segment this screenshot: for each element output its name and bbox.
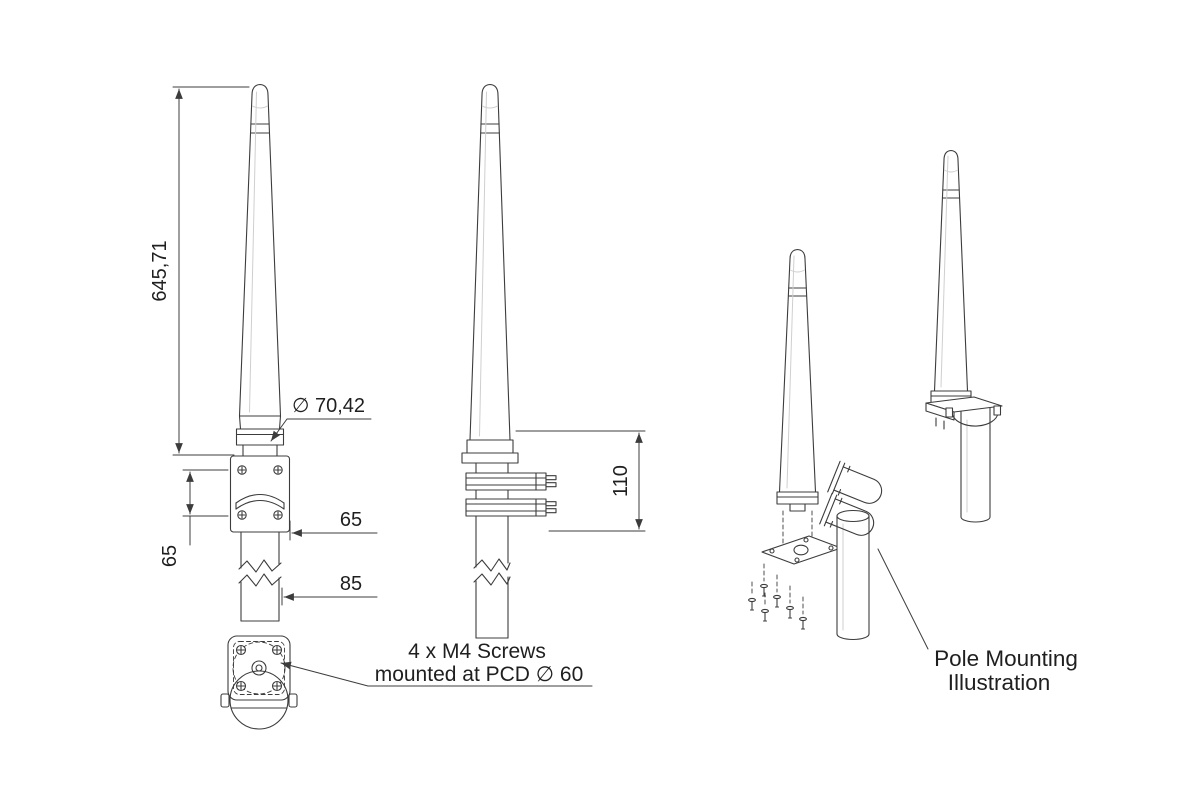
dim-depth-85-label: 85 xyxy=(340,573,362,595)
bottom-center-hole xyxy=(251,660,267,676)
dim-clamp-110: 110 xyxy=(515,430,646,532)
dim-clamp-110-label: 110 xyxy=(610,465,632,497)
dim-left-65-label: 65 xyxy=(159,545,181,567)
dim-height-label: 645,71 xyxy=(149,240,171,301)
screws-note-line2: mounted at PCD ∅ 60 xyxy=(375,663,584,686)
dim-depth-85: 85 xyxy=(281,573,378,606)
caption-line2: Illustration xyxy=(948,670,1051,695)
side-clamp-upper xyxy=(465,472,557,491)
assembled-pole xyxy=(960,402,991,523)
pole-mounting-caption: Pole Mounting Illustration xyxy=(877,548,1078,695)
front-view-antenna xyxy=(229,83,291,622)
front-pole xyxy=(238,531,282,622)
caption-line1: Pole Mounting xyxy=(934,646,1078,671)
screws-note-line1: 4 x M4 Screws xyxy=(408,640,546,663)
dim-width-65: 65 xyxy=(289,509,378,541)
exploded-pole xyxy=(836,509,870,641)
assembled-view xyxy=(925,149,1003,523)
screws-note: 4 x M4 Screws mounted at PCD ∅ 60 xyxy=(280,640,593,687)
dim-diameter: ∅ 70,42 xyxy=(270,395,372,442)
side-view-antenna xyxy=(461,83,557,639)
side-clamp-lower xyxy=(465,498,557,517)
exploded-screws xyxy=(748,563,807,630)
bracket-screws xyxy=(237,465,283,520)
exploded-view xyxy=(748,248,883,641)
bracket-handle xyxy=(235,493,285,510)
u-bolts xyxy=(819,460,883,536)
pole-cross-section xyxy=(229,670,289,730)
exploded-plate xyxy=(761,535,842,565)
assembled-bracket xyxy=(925,396,1003,430)
dim-height: 645,71 xyxy=(149,86,250,456)
side-pole xyxy=(473,462,511,639)
bottom-view xyxy=(220,635,298,730)
dim-left-65: 65 xyxy=(159,469,229,567)
bottom-screws xyxy=(235,644,283,692)
dim-width-65-label: 65 xyxy=(340,509,362,531)
dim-diameter-label: ∅ 70,42 xyxy=(292,395,365,417)
